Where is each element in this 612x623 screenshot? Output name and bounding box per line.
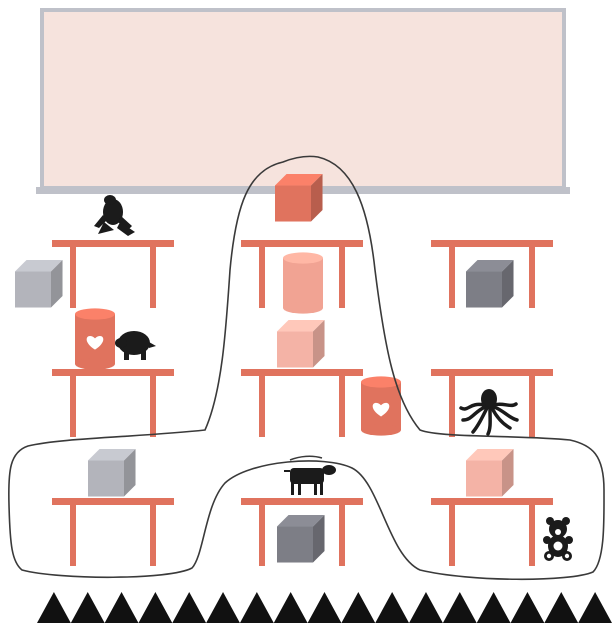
- teddy-bear-foot: [565, 554, 569, 558]
- gray-cube-icon: [15, 260, 63, 308]
- spike: [341, 592, 375, 623]
- heart-can-icon: [75, 308, 115, 369]
- spike: [172, 592, 206, 623]
- spike: [511, 592, 545, 623]
- spike: [578, 592, 612, 623]
- teddy-bear-snout: [555, 529, 561, 535]
- dark-gray-cube-icon: [466, 260, 514, 308]
- teddy-bear-foot: [547, 554, 551, 558]
- spike: [71, 592, 105, 623]
- heart-can-icon: [361, 376, 401, 435]
- shelf-4: [52, 369, 174, 437]
- shelf-7: [52, 498, 174, 566]
- cow-icon: [284, 465, 336, 495]
- shelf-9: [431, 498, 553, 566]
- spike-floor: [37, 592, 612, 623]
- whiteboard: [42, 10, 564, 188]
- dark-gray-cube-icon: [277, 515, 325, 563]
- spike: [105, 592, 139, 623]
- turtle-icon: [115, 331, 156, 360]
- spike: [477, 592, 511, 623]
- light-salmon-cube-icon: [277, 320, 325, 368]
- shelf-5: [241, 369, 363, 437]
- spike: [375, 592, 409, 623]
- spike: [240, 592, 274, 623]
- spike: [37, 592, 71, 623]
- spike: [544, 592, 578, 623]
- outline-notch: [290, 456, 322, 460]
- octopus-icon: [461, 389, 517, 434]
- shelf-1: [52, 240, 174, 308]
- spike: [443, 592, 477, 623]
- gray-cube-icon: [88, 449, 136, 497]
- salmon-cube-icon: [275, 174, 323, 222]
- spike: [308, 592, 342, 623]
- pink-cylinder-icon: [283, 252, 323, 313]
- pink-cube-icon: [466, 449, 514, 497]
- spike: [274, 592, 308, 623]
- frog-icon: [94, 195, 135, 236]
- spike: [206, 592, 240, 623]
- spike: [138, 592, 172, 623]
- teddy-bear-belly: [554, 542, 563, 551]
- spike: [409, 592, 443, 623]
